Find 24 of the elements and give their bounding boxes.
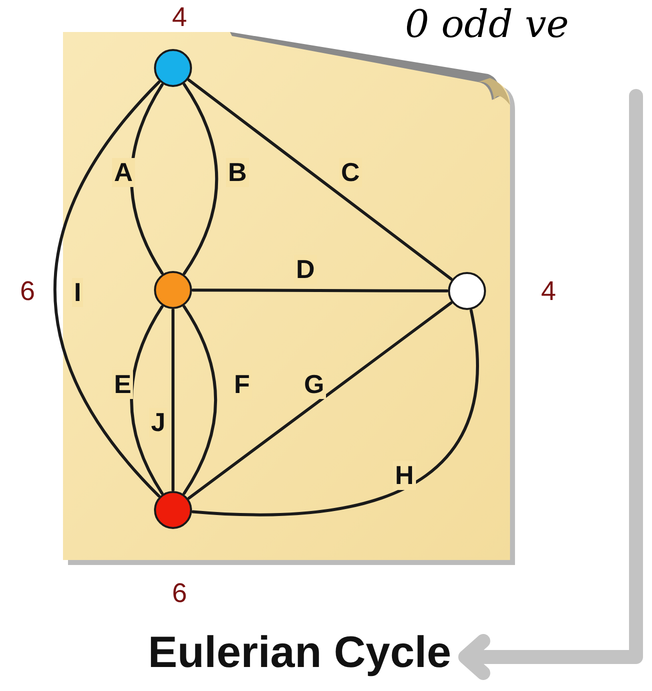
graph-edge [191, 309, 478, 516]
graph-edge [192, 288, 448, 292]
edge-label: B [226, 158, 249, 187]
degree-label: 4 [541, 276, 556, 307]
edge-label: A [112, 158, 135, 187]
degree-label: 6 [172, 578, 188, 609]
handwritten-note: 0 odd ve [405, 2, 569, 46]
edge-label: J [149, 408, 168, 437]
graph-edge [130, 305, 164, 495]
edge-label: E [112, 370, 134, 399]
degree-label: 6 [20, 276, 36, 307]
edge-label: D [294, 255, 317, 284]
graph-edge [182, 83, 218, 275]
graph-edge [187, 78, 453, 280]
title-text: Eulerian Cycle [148, 628, 452, 678]
graph-edge [188, 301, 452, 500]
edge-label: I [72, 278, 84, 307]
edge-label: H [393, 461, 416, 490]
graph-edge [172, 308, 174, 492]
graph-edge [53, 80, 160, 498]
graph-edge [182, 305, 218, 495]
edge-label: C [339, 158, 362, 187]
pointer-arrow [458, 89, 643, 680]
degree-label: 4 [172, 2, 188, 33]
